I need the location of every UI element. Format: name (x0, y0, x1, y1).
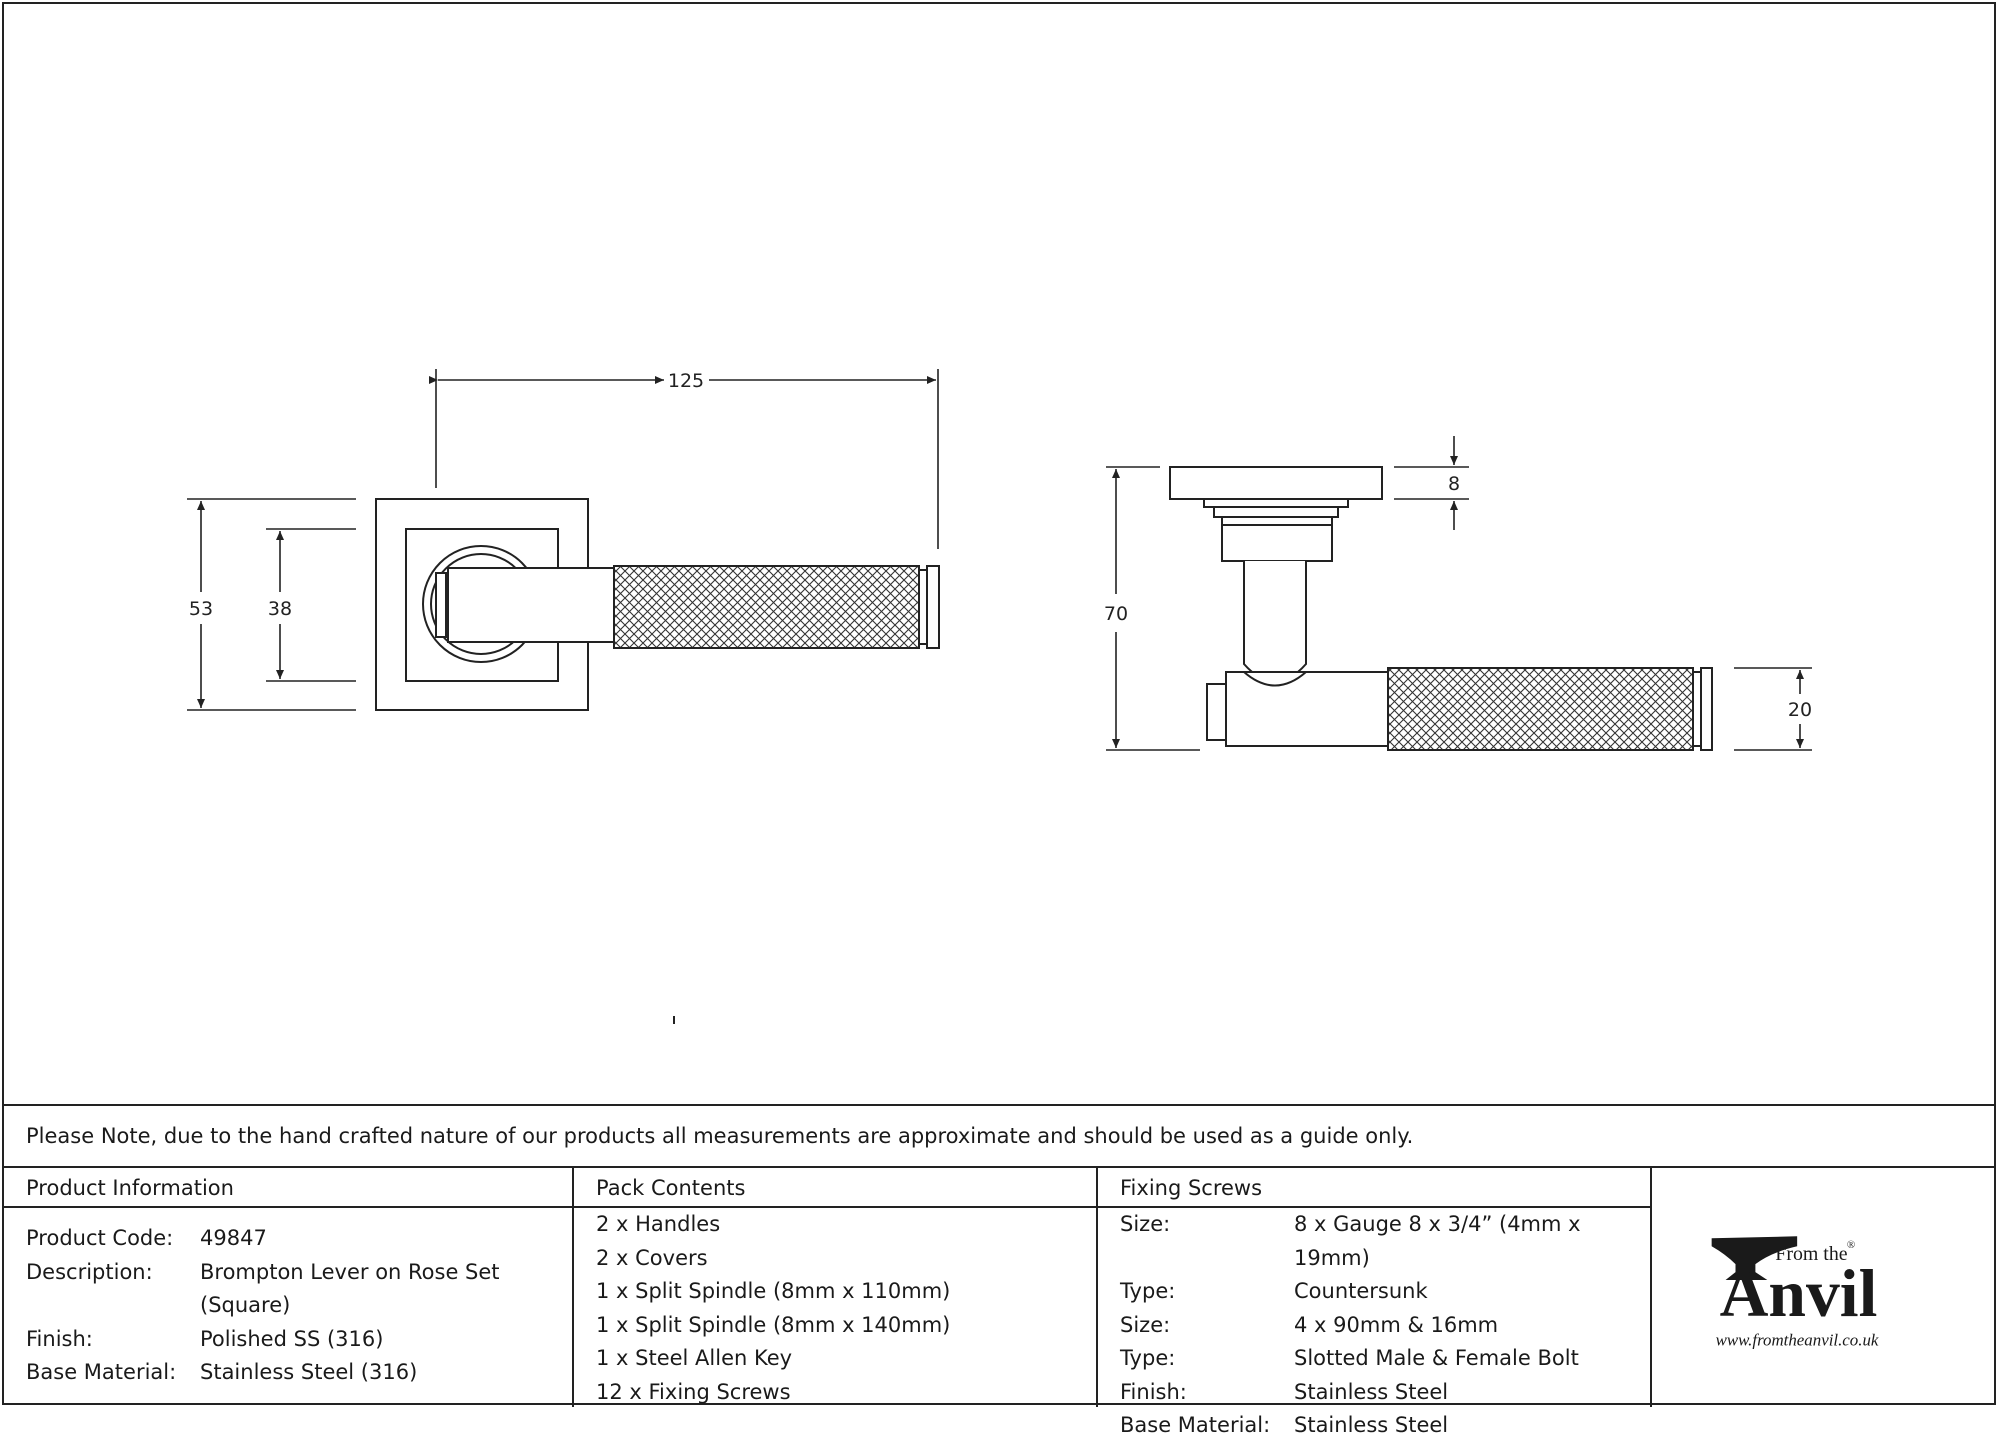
fixing-value: 4 x 90mm & 16mm (1294, 1312, 1499, 1337)
finish-value: Polished SS (316) (200, 1326, 384, 1351)
dim-front-width (429, 369, 939, 549)
technical-drawing: 125 53 38 (187, 369, 1812, 1024)
dim-rose-inner (266, 528, 356, 682)
fixing-row: Base Material: Stainless Steel (1120, 1409, 1650, 1443)
base-material-value: Stainless Steel (316) (200, 1360, 418, 1384)
dim-side-rose (1394, 436, 1469, 530)
dim-label-side-rose: 8 (1448, 473, 1460, 495)
base-material-row: Base Material: Stainless Steel (316) (26, 1356, 572, 1390)
logo-panel: From the ® Anvil www.fromtheanvil.co.uk (1650, 1168, 1994, 1407)
description-row: Description: Brompton Lever on Rose Set (26, 1256, 572, 1290)
dim-lever-diameter (1734, 667, 1812, 751)
logo-from-the: From the (1775, 1243, 1847, 1265)
fixing-label: Type: (1120, 1346, 1176, 1370)
logo-registered: ® (1847, 1239, 1855, 1251)
front-view (375, 498, 940, 711)
note-row: Please Note, due to the hand crafted nat… (4, 1104, 1994, 1166)
description-value-cont: (Square) (200, 1293, 291, 1317)
fixing-row: Finish: Stainless Steel (1120, 1376, 1650, 1410)
side-lever-end-cap (1700, 667, 1713, 751)
fixing-value: Stainless Steel (1294, 1379, 1449, 1404)
product-information-panel: Product Information Product Code: 49847 … (4, 1168, 572, 1407)
description-value: Brompton Lever on Rose Set (200, 1259, 500, 1284)
product-information-heading: Product Information (4, 1168, 572, 1208)
dim-label-front-width: 125 (668, 370, 704, 392)
side-lever-body (1225, 671, 1389, 747)
dim-side-projection (1106, 466, 1200, 751)
dim-rose-outer (187, 498, 356, 711)
info-grid: Product Information Product Code: 49847 … (4, 1166, 1994, 1437)
dim-label-rose-inner: 38 (268, 598, 292, 620)
fixing-value: Countersunk (1294, 1279, 1428, 1303)
side-rose-collar (1221, 516, 1333, 562)
from-the-anvil-logo: From the ® Anvil www.fromtheanvil.co.uk (1711, 1236, 1879, 1350)
dim-label-lever-diameter: 20 (1788, 699, 1812, 721)
pack-item: 2 x Handles (596, 1212, 721, 1236)
fixing-label: Type: (1120, 1279, 1176, 1303)
description-row-cont: (Square) (26, 1289, 572, 1323)
lever-neck (447, 567, 615, 643)
fixing-row: Size: 8 x Gauge 8 x 3/4” (4mm x 19mm) (1120, 1208, 1650, 1275)
pack-item: 1 x Split Spindle (8mm x 110mm) (596, 1279, 951, 1303)
product-code-label: Product Code: (26, 1226, 174, 1250)
knurled-grip (613, 565, 920, 649)
fixing-screws-heading: Fixing Screws (1098, 1168, 1650, 1208)
fixing-value: Stainless Steel (1294, 1413, 1449, 1437)
description-label-cont (26, 1289, 200, 1323)
pack-item: 1 x Split Spindle (8mm x 140mm) (596, 1312, 951, 1337)
logo-brand: Anvil (1720, 1256, 1878, 1331)
pack-contents-panel: Pack Contents 2 x Handles 2 x Covers 1 x… (572, 1168, 1096, 1407)
fixing-label: Size: (1120, 1212, 1171, 1236)
pack-item: 12 x Fixing Screws (596, 1379, 791, 1404)
measurement-note: Please Note, due to the hand crafted nat… (26, 1124, 1414, 1148)
side-lever-stub (1206, 683, 1227, 741)
fixing-value: Slotted Male & Female Bolt (1294, 1346, 1579, 1370)
base-material-label: Base Material: (26, 1360, 177, 1384)
fixing-screws-panel: Fixing Screws Size: 8 x Gauge 8 x 3/4” (… (1096, 1168, 1650, 1437)
fixing-row: Type: Slotted Male & Female Bolt (1120, 1342, 1650, 1376)
side-shank (1243, 561, 1307, 683)
fixing-label: Base Material: (1120, 1413, 1271, 1437)
pack-item: 1 x Steel Allen Key (596, 1346, 793, 1370)
fixing-row: Type: Countersunk (1120, 1275, 1650, 1309)
side-view (1169, 466, 1713, 751)
finish-row: Finish: Polished SS (316) (26, 1323, 572, 1357)
side-knurled-grip (1387, 667, 1694, 751)
fixing-row: Size: 4 x 90mm & 16mm (1120, 1309, 1650, 1343)
dim-label-side-projection: 70 (1104, 603, 1128, 625)
side-rose-plate (1169, 466, 1383, 500)
fixing-label: Finish: (1120, 1379, 1187, 1404)
lever-end-cap (926, 565, 940, 649)
fixing-value: 8 x Gauge 8 x 3/4” (4mm x 19mm) (1294, 1212, 1581, 1270)
product-code-row: Product Code: 49847 (26, 1222, 572, 1256)
finish-label: Finish: (26, 1326, 93, 1351)
description-label: Description: (26, 1259, 153, 1284)
dim-label-rose-outer: 53 (189, 598, 213, 620)
logo-url: www.fromtheanvil.co.uk (1716, 1331, 1879, 1350)
anvil-icon (1711, 1236, 1798, 1281)
product-code-value: 49847 (200, 1226, 267, 1250)
pack-contents-heading: Pack Contents (574, 1168, 1096, 1208)
fixing-label: Size: (1120, 1312, 1171, 1337)
pack-item: 2 x Covers (596, 1245, 708, 1270)
